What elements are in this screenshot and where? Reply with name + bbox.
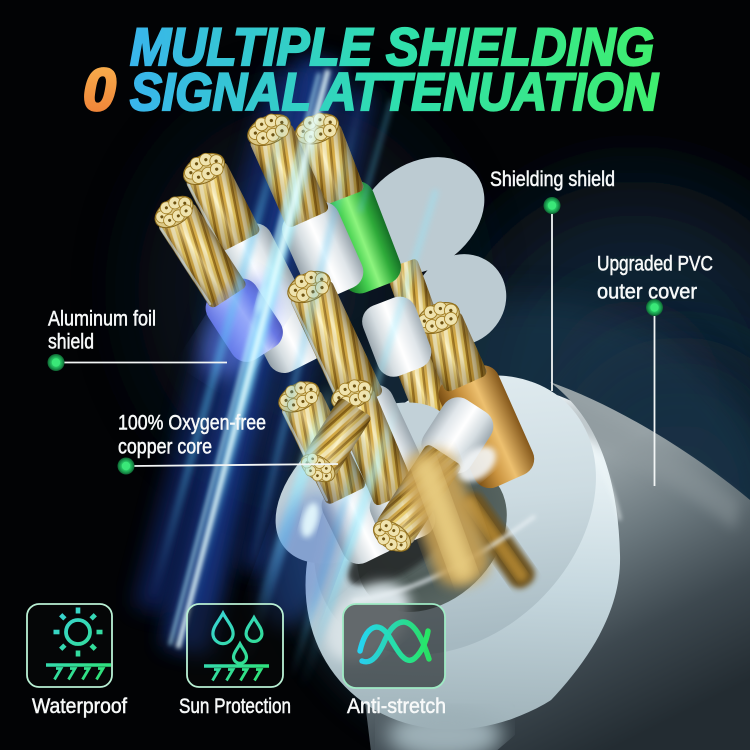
svg-text:100% Oxygen-free: 100% Oxygen-free — [118, 412, 266, 435]
svg-text:Shielding shield: Shielding shield — [490, 168, 615, 191]
svg-text:MULTIPLE SHIELDING: MULTIPLE SHIELDING — [130, 18, 654, 77]
svg-text:Upgraded PVC: Upgraded PVC — [597, 253, 713, 276]
svg-text:Waterproof: Waterproof — [32, 695, 127, 718]
svg-text:Anti-stretch: Anti-stretch — [347, 695, 446, 718]
svg-text:0: 0 — [83, 57, 116, 123]
svg-text:shield: shield — [48, 331, 94, 354]
svg-text:Aluminum foil: Aluminum foil — [48, 308, 156, 331]
svg-text:outer cover: outer cover — [597, 281, 697, 304]
svg-text:Sun Protection: Sun Protection — [179, 695, 291, 718]
svg-text:copper core: copper core — [118, 436, 212, 459]
svg-text:SIGNAL ATTENUATION: SIGNAL ATTENUATION — [130, 63, 660, 122]
